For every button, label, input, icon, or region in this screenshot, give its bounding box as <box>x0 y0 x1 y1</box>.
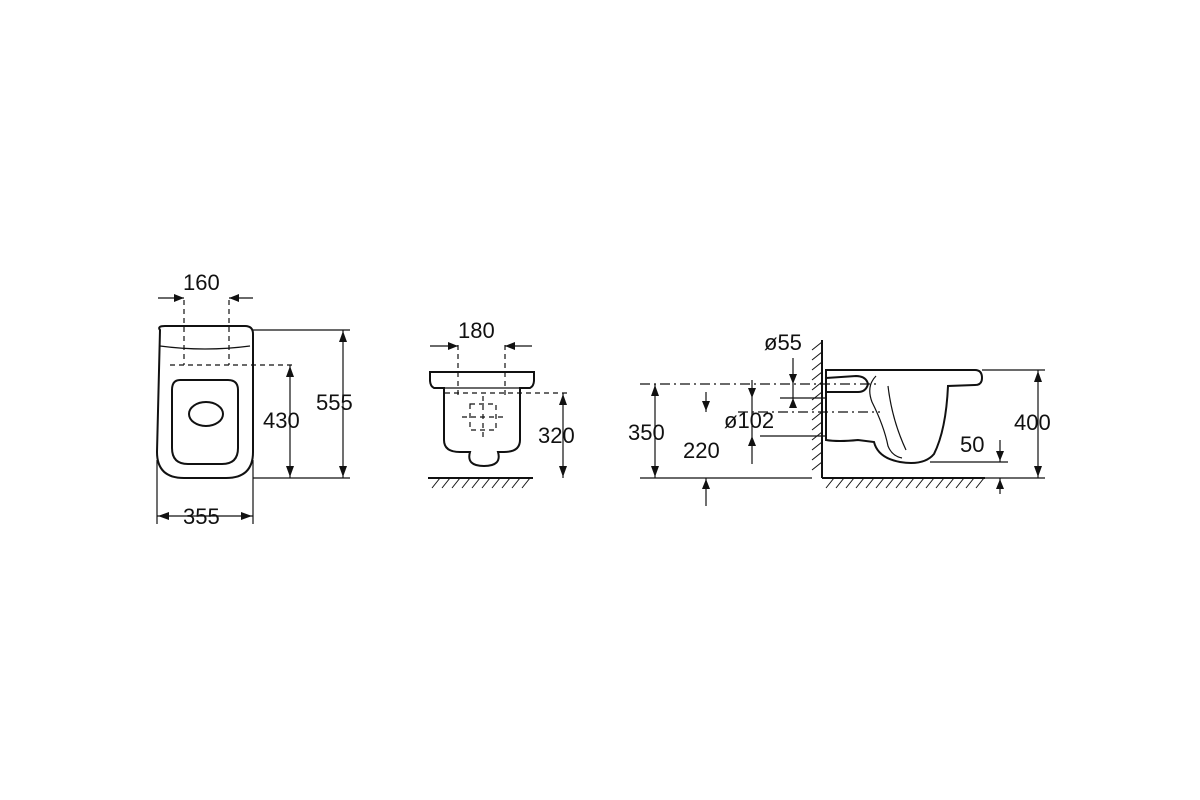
dim-320-arrow-bottom <box>559 466 567 477</box>
dim-50-arrow-top <box>996 451 1004 461</box>
dim-220-arrow-top <box>702 401 710 411</box>
dim-400-arrow-top <box>1034 371 1042 382</box>
dim-102-arrow-top <box>748 388 756 398</box>
dim-350-arrow-bottom <box>651 466 659 477</box>
dim-400-label: 400 <box>1014 410 1051 435</box>
dim-555-arrow-top <box>339 331 347 342</box>
dim-102-arrow-bottom <box>748 436 756 446</box>
side-view-inner-bowl <box>887 385 907 451</box>
dim-50-arrow-bottom <box>996 479 1004 489</box>
dim-355-arrow-right <box>241 512 252 520</box>
dim-350-arrow-top <box>651 385 659 396</box>
dim-355-arrow-left <box>158 512 169 520</box>
top-view-hinge-line <box>159 345 251 350</box>
dim-180-arrow-left <box>448 342 458 350</box>
side-view: ø55 ø102 350 220 4 <box>628 330 1051 506</box>
top-view-seat-opening <box>171 379 239 465</box>
side-view-wall-hatch <box>811 341 823 471</box>
side-view-floor-hatch <box>825 477 985 489</box>
dim-55-arrow-bottom <box>789 398 797 408</box>
dim-220-arrow-bottom <box>702 479 710 489</box>
dim-160-arrow-right <box>229 294 239 302</box>
top-view-outline <box>155 325 254 479</box>
front-view-inlet <box>469 403 497 431</box>
dim-50-label: 50 <box>960 432 984 457</box>
dim-400-arrow-bottom <box>1034 466 1042 477</box>
dim-555-arrow-bottom <box>339 466 347 477</box>
dim-180-label: 180 <box>458 318 495 343</box>
side-view-bowl <box>825 369 984 464</box>
dim-555-label: 555 <box>316 390 353 415</box>
dim-355-label: 355 <box>183 504 220 529</box>
dim-320-arrow-top <box>559 394 567 405</box>
dim-180-arrow-right <box>505 342 515 350</box>
front-view-outline <box>429 371 535 468</box>
dim-160-label: 160 <box>183 270 220 295</box>
dim-55-arrow-top <box>789 374 797 384</box>
dim-430-arrow-bottom <box>286 466 294 477</box>
top-view: 160 555 430 355 <box>155 270 353 529</box>
dim-160-arrow-left <box>174 294 184 302</box>
dim-430-arrow-top <box>286 366 294 377</box>
dim-350-label: 350 <box>628 420 665 445</box>
side-view-trap <box>869 375 903 459</box>
dim-430-label: 430 <box>263 408 300 433</box>
dim-diameter-55-label: ø55 <box>764 330 802 355</box>
dim-diameter-102-label: ø102 <box>724 408 774 433</box>
dim-320-label: 320 <box>538 423 575 448</box>
top-view-drain-oval <box>188 401 224 427</box>
dim-220-label: 220 <box>683 438 720 463</box>
front-view: 180 320 <box>428 318 575 489</box>
front-view-floor-hatch <box>431 477 531 489</box>
